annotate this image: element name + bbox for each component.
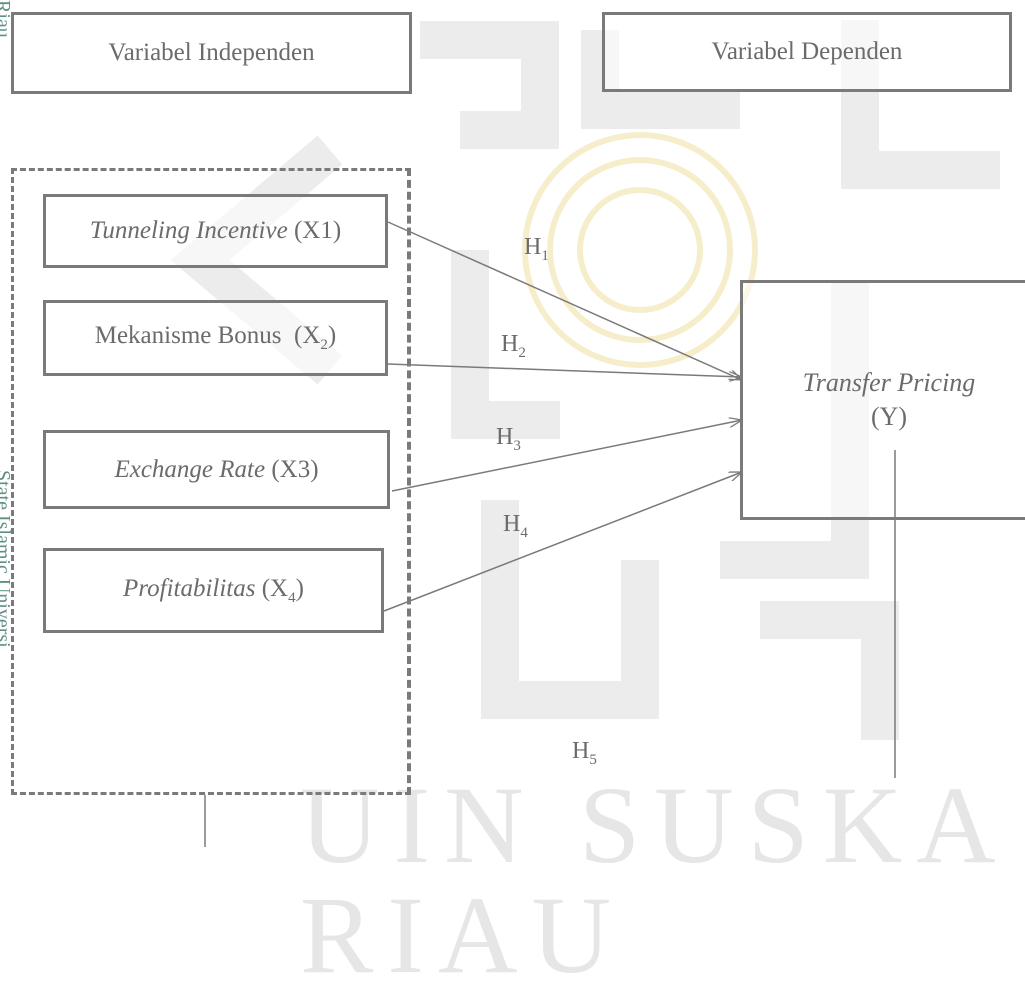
hypothesis-label-h1: H1: [524, 234, 549, 264]
independent-header-label: Variabel Independen: [108, 39, 315, 66]
arrow-h2: [387, 363, 742, 377]
independent-group-dashed-box: [11, 168, 411, 795]
variable-code-x2: (X: [294, 322, 321, 349]
dependent-header-label: Variabel Dependen: [711, 38, 903, 65]
variable-code-x4: (X: [261, 574, 289, 602]
hypothesis-label-h3: H3: [496, 424, 521, 454]
variable-sub-x2: 2: [320, 337, 328, 353]
dependent-variable-box: Transfer Pricing (Y): [740, 280, 1025, 520]
hypothesis-label-h4: H4: [503, 511, 528, 541]
arrow-h1: [387, 221, 742, 380]
variable-box-x4: Profitabilitas (X4): [43, 548, 384, 633]
hypothesis-label-h5: H5: [572, 738, 597, 768]
watermark-side-bottom: State Islamic Universi: [0, 470, 14, 648]
variable-close-x4: ): [295, 574, 304, 602]
dependent-header-box: Variabel Dependen: [602, 12, 1012, 92]
hypothesis-label-h2: H2: [501, 331, 526, 361]
variable-name-x4: Profitabilitas: [123, 574, 256, 602]
variable-sub-x4: 4: [288, 589, 296, 606]
independent-header-box: Variabel Independen: [11, 12, 412, 94]
variable-code-x1: (X1): [293, 217, 342, 244]
dependent-name: Transfer Pricing: [802, 368, 976, 397]
arrow-h3: [391, 420, 742, 492]
dependent-code: (Y): [870, 402, 908, 431]
variable-name-x3: Exchange Rate: [114, 455, 266, 483]
variable-box-x1: Tunneling Incentive (X1): [43, 194, 388, 268]
variable-name-x1: Tunneling Incentive: [89, 217, 288, 244]
variable-box-x2: Mekanisme Bonus (X2): [43, 300, 388, 376]
variable-name-x2: Mekanisme Bonus: [94, 322, 282, 349]
variable-box-x3: Exchange Rate (X3): [43, 430, 390, 509]
arrow-h4: [383, 471, 742, 612]
watermark-side-top: Riau: [0, 0, 14, 38]
arrows-layer: [204, 221, 896, 847]
variable-code-x3: (X3): [271, 455, 319, 483]
variable-close-x2: ): [327, 322, 337, 349]
